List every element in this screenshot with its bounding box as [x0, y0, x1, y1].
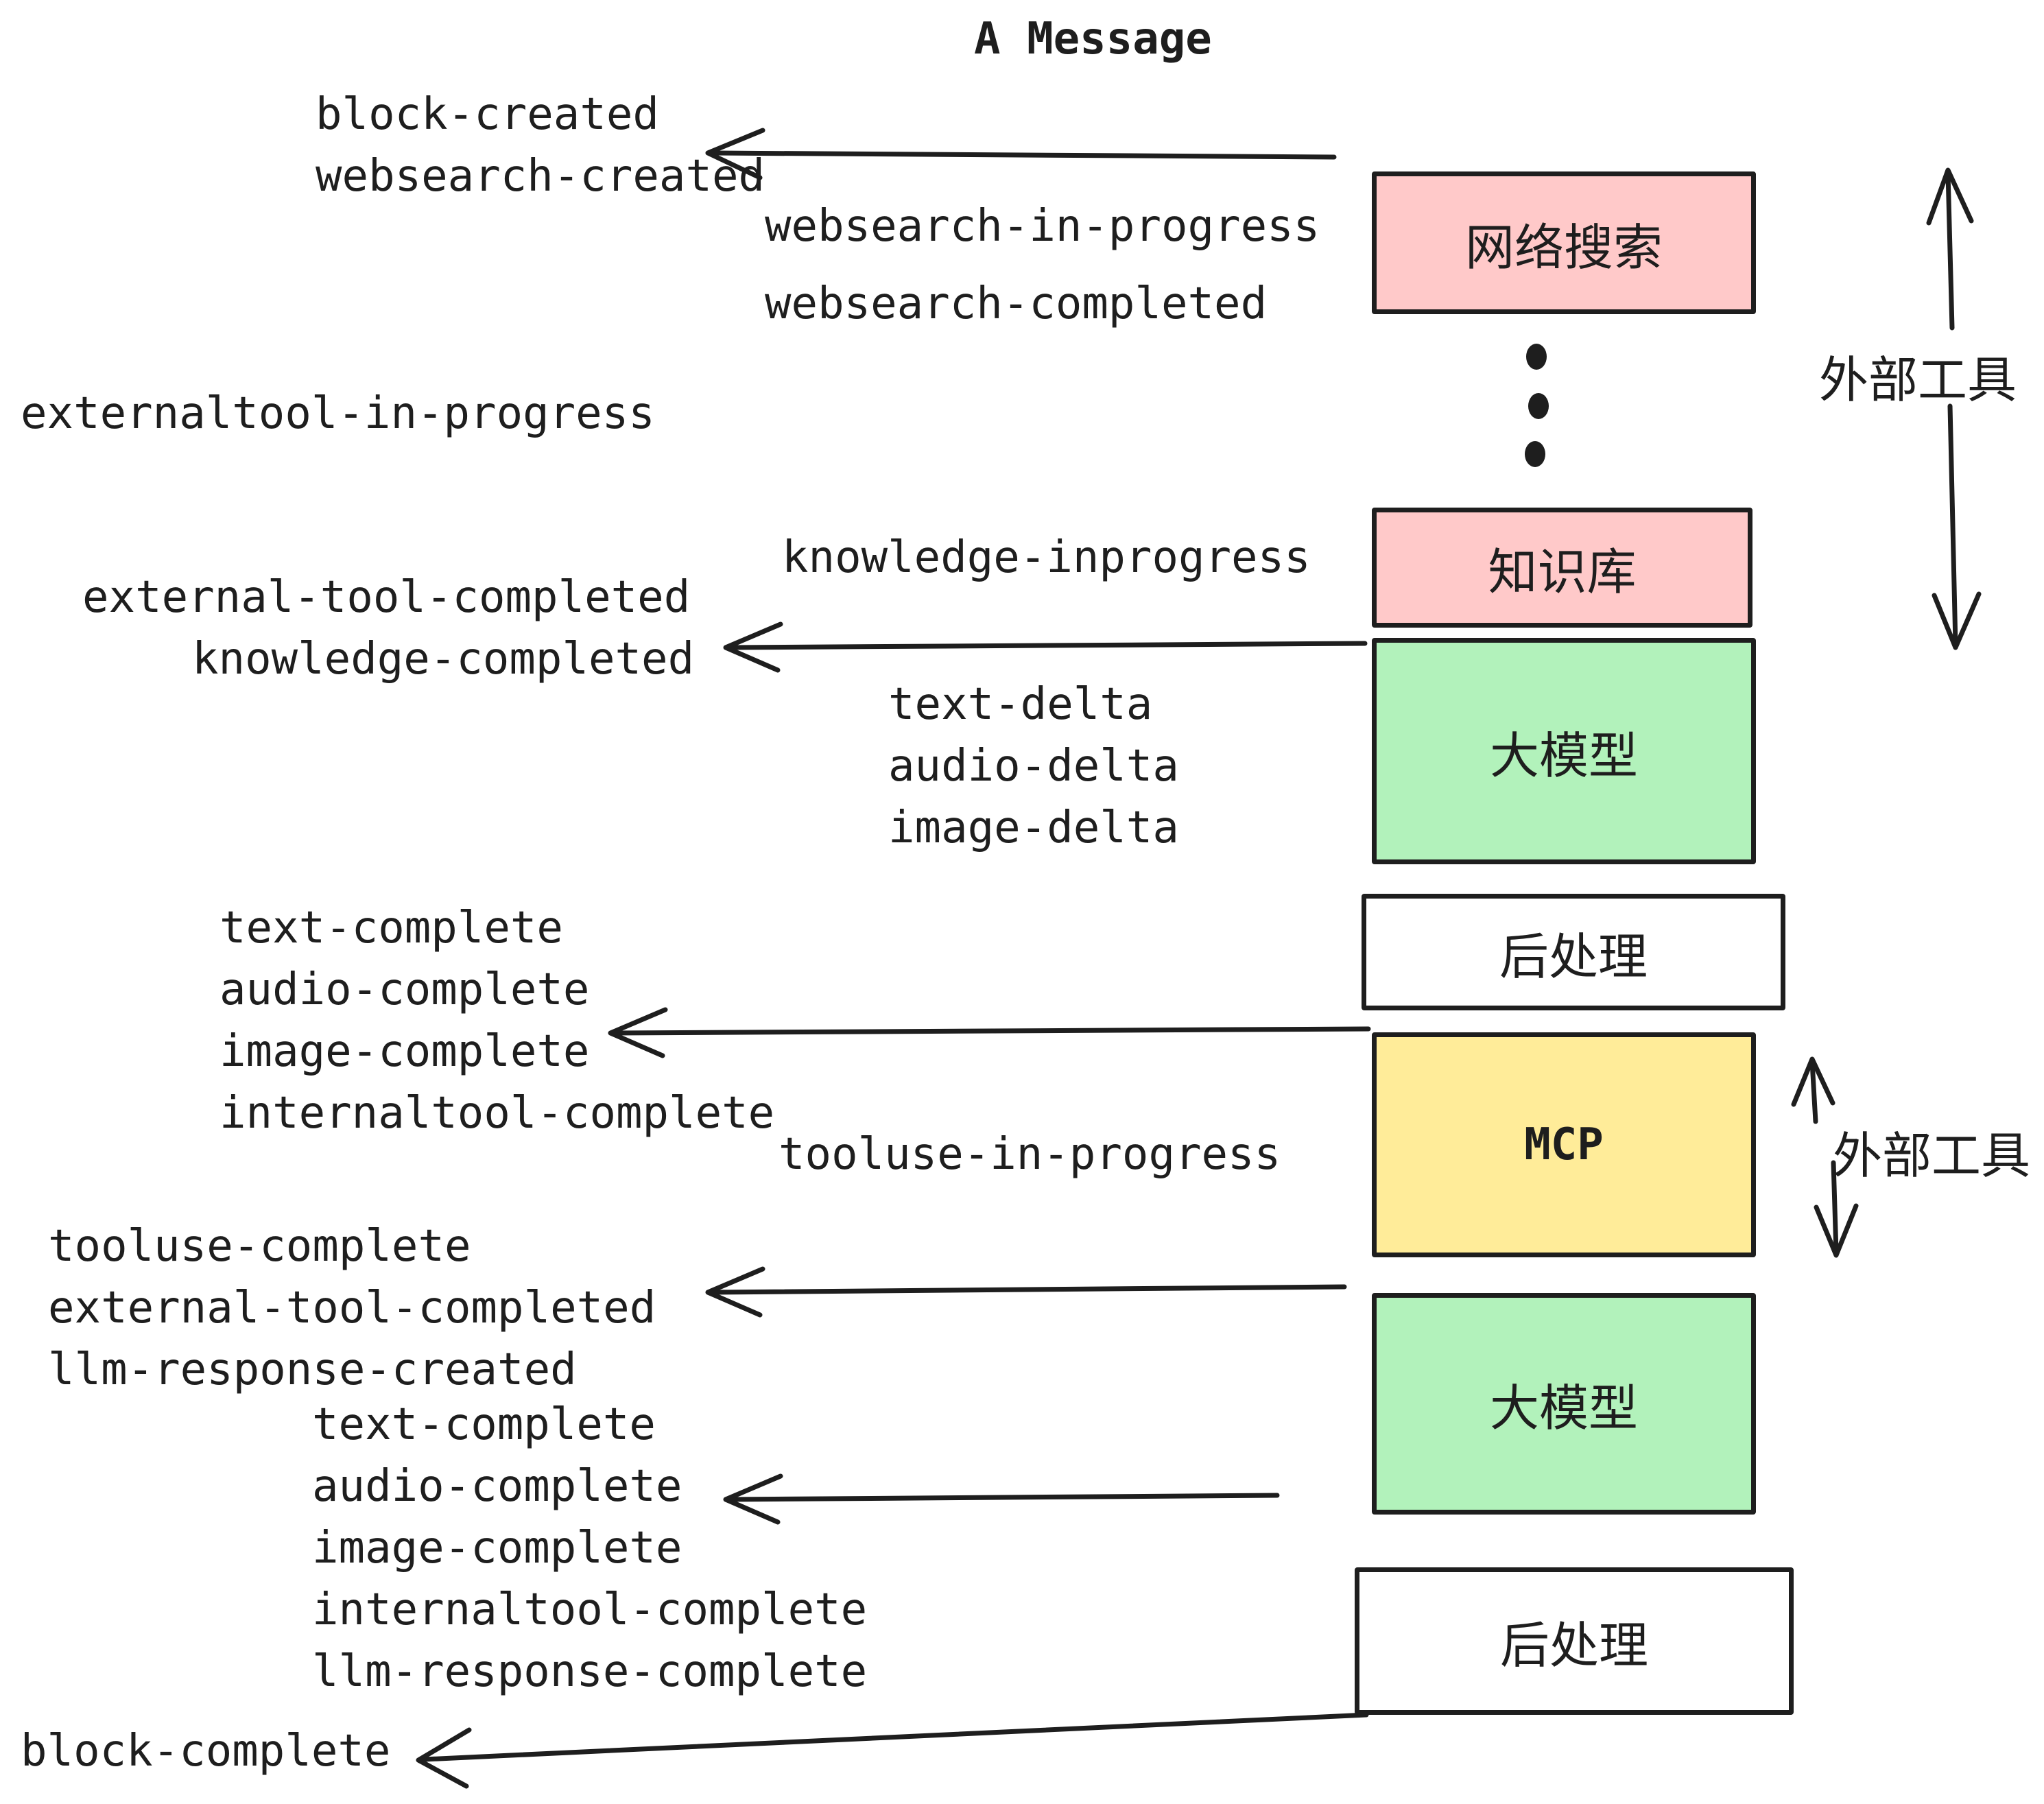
event-label-knowledge-completed: knowledge-completed	[192, 634, 695, 685]
arrow-to-audio-complete	[723, 1473, 1280, 1525]
event-label-websearch-completed: websearch-completed	[765, 278, 1268, 329]
event-label-image-complete-2: image-complete	[312, 1523, 682, 1574]
event-label-text-delta: text-delta	[888, 679, 1153, 730]
event-label-internaltool-complete: internaltool-complete	[219, 1088, 775, 1139]
external-tools-span-arrow-top	[1926, 167, 1982, 650]
event-label-external-tool-completed-2: external-tool-completed	[48, 1283, 656, 1333]
external-tools-annotation-top: 外部工具	[1819, 351, 2017, 409]
node-postprocess-2: 后处理	[1355, 1567, 1794, 1715]
event-label-block-complete: block-complete	[21, 1726, 391, 1777]
event-label-block-created: block-created	[316, 89, 659, 140]
event-label-audio-complete-2: audio-complete	[312, 1461, 682, 1512]
node-llm-1: 大模型	[1372, 638, 1756, 864]
event-label-llm-response-complete: llm-response-complete	[312, 1646, 868, 1697]
node-postprocess-1-label: 后处理	[1499, 927, 1648, 986]
event-label-image-complete: image-complete	[219, 1026, 590, 1077]
arrow-to-block-complete	[416, 1712, 1369, 1789]
event-label-knowledge-inprogress: knowledge-inprogress	[782, 532, 1311, 583]
vertical-ellipsis-icon	[1525, 344, 1549, 467]
event-label-audio-delta: audio-delta	[888, 741, 1179, 792]
arrow-to-knowledge-completed	[723, 621, 1368, 673]
event-label-internaltool-complete-2: internaltool-complete	[312, 1585, 868, 1635]
event-label-text-complete: text-complete	[219, 903, 563, 953]
event-label-llm-response-created: llm-response-created	[48, 1344, 577, 1395]
node-mcp: MCP	[1372, 1032, 1756, 1257]
node-postprocess-2-label: 后处理	[1499, 1617, 1648, 1674]
event-label-image-delta: image-delta	[888, 803, 1179, 853]
node-llm-1-label: 大模型	[1489, 726, 1638, 785]
arrow-to-image-complete	[608, 1007, 1371, 1058]
node-knowledge-base-label: 知识库	[1488, 543, 1637, 601]
event-label-audio-complete: audio-complete	[219, 964, 590, 1015]
event-label-websearch-created: websearch-created	[316, 151, 765, 202]
event-label-external-tool-completed: external-tool-completed	[82, 572, 691, 623]
arrow-to-websearch-created	[705, 128, 1337, 180]
node-llm-2-label: 大模型	[1489, 1379, 1638, 1437]
node-mcp-label: MCP	[1524, 1119, 1604, 1170]
event-label-websearch-in-progress: websearch-in-progress	[765, 201, 1320, 252]
node-llm-2: 大模型	[1372, 1293, 1756, 1515]
node-knowledge-base: 知识库	[1372, 508, 1752, 628]
arrow-to-tooluse-complete	[705, 1266, 1347, 1318]
event-label-tooluse-in-progress: tooluse-in-progress	[779, 1129, 1281, 1180]
node-websearch-label: 网络搜索	[1464, 218, 1663, 276]
diagram-title: A Message	[974, 14, 1212, 64]
event-label-externaltool-in-progress: externaltool-in-progress	[21, 388, 655, 439]
event-label-tooluse-complete: tooluse-complete	[48, 1221, 471, 1272]
event-label-text-complete-2: text-complete	[312, 1399, 656, 1450]
external-tools-annotation-bottom: 外部工具	[1833, 1127, 2031, 1185]
external-tools-span-arrow-bottom	[1791, 1056, 1859, 1258]
node-websearch: 网络搜索	[1372, 171, 1756, 314]
node-postprocess-1: 后处理	[1362, 894, 1785, 1010]
